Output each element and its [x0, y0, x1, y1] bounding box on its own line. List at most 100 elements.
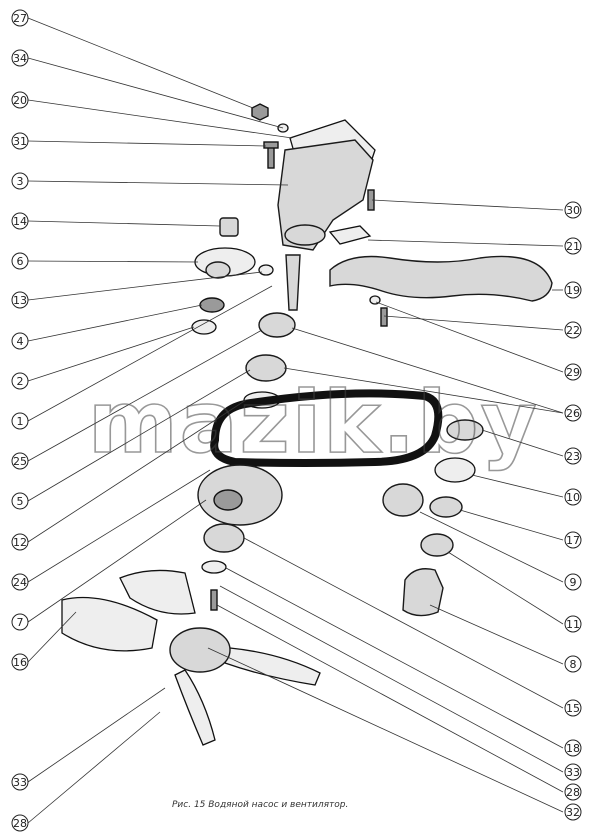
callout: 14 [11, 212, 29, 230]
leader-line [27, 711, 161, 824]
leader-line [27, 499, 207, 623]
leader-line [371, 199, 564, 211]
callout: 32 [564, 803, 582, 821]
leader-line [429, 604, 564, 665]
part-pump-housing [277, 139, 374, 251]
svg-text:22: 22 [566, 324, 580, 337]
callout: 30 [564, 201, 582, 219]
svg-text:12: 12 [13, 536, 27, 549]
leader-line [447, 551, 564, 625]
svg-text:24: 24 [13, 576, 27, 589]
svg-text:25: 25 [13, 455, 27, 468]
part-sleeve-8 [402, 568, 444, 617]
svg-text:17: 17 [566, 534, 580, 547]
leader-line [419, 511, 564, 583]
callout: 22 [564, 321, 582, 339]
part-housing-neck [284, 224, 326, 246]
leader-line [27, 304, 203, 342]
callout: 9 [564, 573, 582, 591]
leader-line [283, 367, 564, 414]
callout: 33 [564, 763, 582, 781]
callout: 1 [11, 412, 29, 430]
svg-text:1: 1 [17, 415, 24, 428]
callout: 29 [564, 363, 582, 381]
part-bolt [267, 145, 275, 169]
leader-line [216, 604, 564, 793]
leader-line [27, 17, 254, 109]
leader-line [27, 326, 195, 382]
callout: 21 [564, 237, 582, 255]
leader-line [27, 57, 284, 129]
leader-line [27, 399, 247, 543]
svg-text:33: 33 [566, 766, 580, 779]
svg-text:14: 14 [13, 215, 27, 228]
leader-line [27, 140, 267, 147]
leader-line [27, 220, 221, 227]
callout: 26 [564, 404, 582, 422]
leader-line [27, 369, 251, 502]
leader-lines [27, 17, 564, 824]
svg-text:16: 16 [13, 656, 27, 669]
svg-text:8: 8 [570, 658, 577, 671]
svg-text:10: 10 [566, 491, 580, 504]
leader-line [459, 509, 564, 541]
part-bearing-upper [258, 312, 296, 338]
leader-line [367, 239, 564, 247]
callout: 20 [11, 91, 29, 109]
callout: 8 [564, 655, 582, 673]
part-shaft [285, 254, 301, 311]
parts-illustration [61, 103, 553, 746]
watermark: mazik.by [88, 373, 539, 473]
part-ring-10 [434, 457, 476, 483]
part-nut [251, 103, 269, 121]
leader-line [291, 327, 564, 414]
leader-line [27, 687, 166, 783]
svg-text:32: 32 [566, 806, 580, 819]
part-fan-blade-1 [119, 569, 196, 615]
leader-line [207, 647, 564, 813]
part-pulley-bore [213, 489, 243, 511]
leader-line [27, 260, 199, 263]
svg-text:15: 15 [566, 702, 580, 715]
part-bolt-head [263, 141, 279, 149]
part-washer-6 [258, 264, 274, 276]
callout: 31 [11, 132, 29, 150]
callout: 10 [564, 488, 582, 506]
svg-text:9: 9 [570, 576, 577, 589]
svg-text:31: 31 [13, 135, 27, 148]
callout: 15 [564, 699, 582, 717]
callout: 19 [564, 281, 582, 299]
svg-text:5: 5 [17, 495, 24, 508]
part-ring-17 [429, 496, 463, 518]
leader-line [27, 469, 211, 583]
callout: 28 [11, 814, 29, 832]
part-impeller-hub [205, 261, 231, 279]
part-seal-4 [199, 297, 225, 313]
svg-text:20: 20 [13, 94, 27, 107]
leader-line [375, 301, 564, 373]
part-fan-hub [203, 523, 245, 553]
callout: 7 [11, 613, 29, 631]
callout: 2 [11, 372, 29, 390]
leader-line [225, 567, 564, 749]
callout: 28 [564, 783, 582, 801]
callout: 33 [11, 773, 29, 791]
svg-text:3: 3 [17, 175, 24, 188]
svg-text:18: 18 [566, 742, 580, 755]
leader-line [27, 611, 77, 663]
part-bolt-22 [380, 307, 388, 327]
right-callouts: 30 21 19 22 29 26 23 10 17 9 11 8 15 18 … [564, 201, 582, 821]
leader-line [471, 474, 564, 498]
callout: 23 [564, 447, 582, 465]
svg-text:29: 29 [566, 366, 580, 379]
svg-text:34: 34 [13, 52, 27, 65]
callout: 18 [564, 739, 582, 757]
svg-text:21: 21 [566, 240, 580, 253]
leader-line [481, 429, 564, 457]
leader-line [27, 271, 263, 301]
part-ring-11 [420, 533, 454, 557]
svg-text:33: 33 [13, 776, 27, 789]
part-fan-blade-2 [61, 596, 158, 652]
part-washer-22 [369, 295, 381, 305]
